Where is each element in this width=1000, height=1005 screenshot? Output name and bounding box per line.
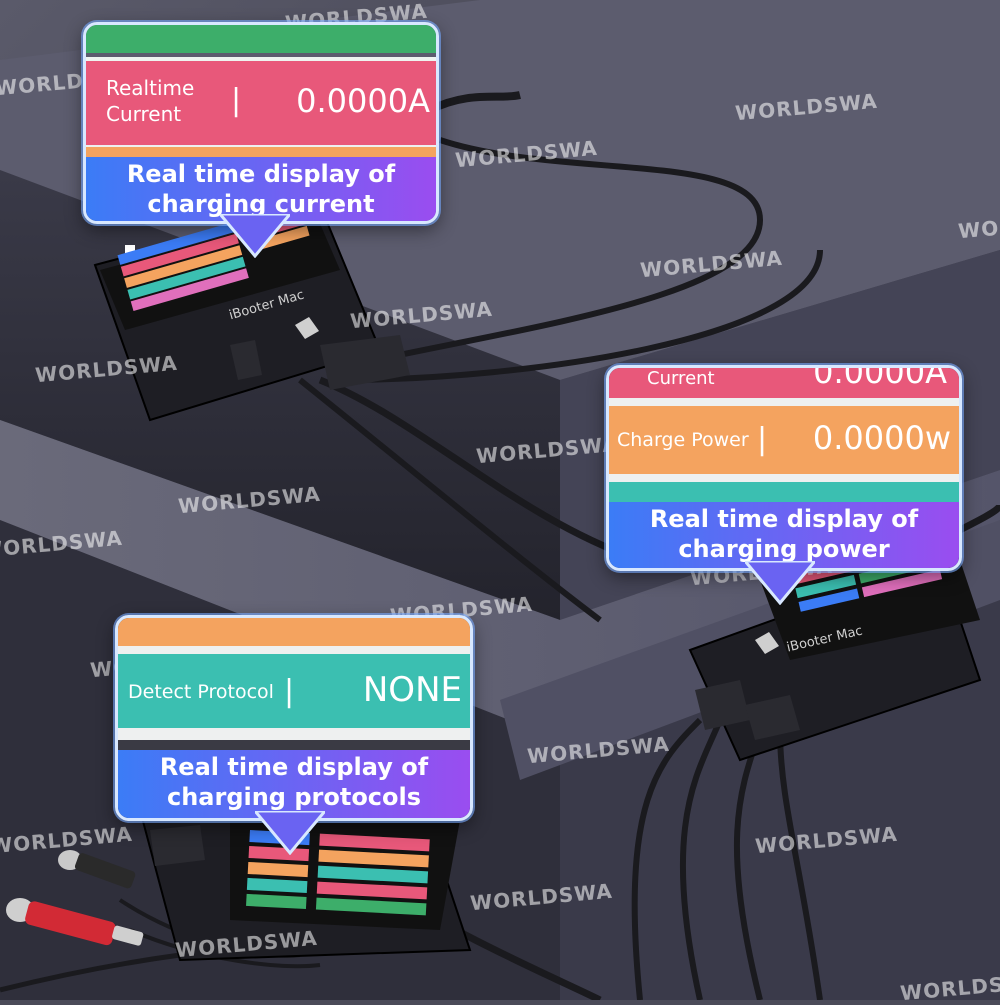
power-top-value: 0.0000A [813,365,947,391]
power-caption-band: Real time display of charging power [609,502,959,568]
callout-current: Realtime Current | 0.0000A Real time dis… [83,22,439,224]
protocol-row: Detect Protocol | NONE [118,654,470,728]
current-row-partial: Current 0.0000A [609,368,959,398]
charge-power-value: 0.0000w [812,419,951,457]
current-caption-band: Real time display of charging current [86,157,436,221]
power-caption: Real time display of charging power [649,505,919,563]
current-callout-pointer [220,214,290,258]
current-row: Realtime Current | 0.0000A [86,61,436,145]
charge-power-separator: | [757,422,768,457]
power-callout-pointer [745,561,815,605]
current-label: Realtime Current [106,76,195,126]
current-caption: Real time display of charging current [126,160,396,218]
current-separator: | [231,83,242,118]
protocol-label: Detect Protocol [128,681,274,703]
charge-power-label: Charge Power [617,429,749,451]
protocol-value: NONE [362,670,462,710]
banana-plugs [6,850,144,946]
device-bottom [138,798,472,962]
current-value: 0.0000A [296,82,430,120]
power-top-label: Current [647,368,715,389]
charge-power-row: Charge Power | 0.0000w [609,406,959,474]
green-band [86,25,436,53]
protocol-caption-band: Real time display of charging protocols [118,750,470,818]
callout-power: Current 0.0000A Charge Power | 0.0000w R… [606,365,962,571]
protocol-callout-pointer [255,811,325,855]
callout-protocol: Detect Protocol | NONE Real time display… [115,615,473,821]
protocol-separator: | [284,674,295,709]
protocol-caption: Real time display of charging protocols [159,753,429,811]
device-top [93,202,410,422]
